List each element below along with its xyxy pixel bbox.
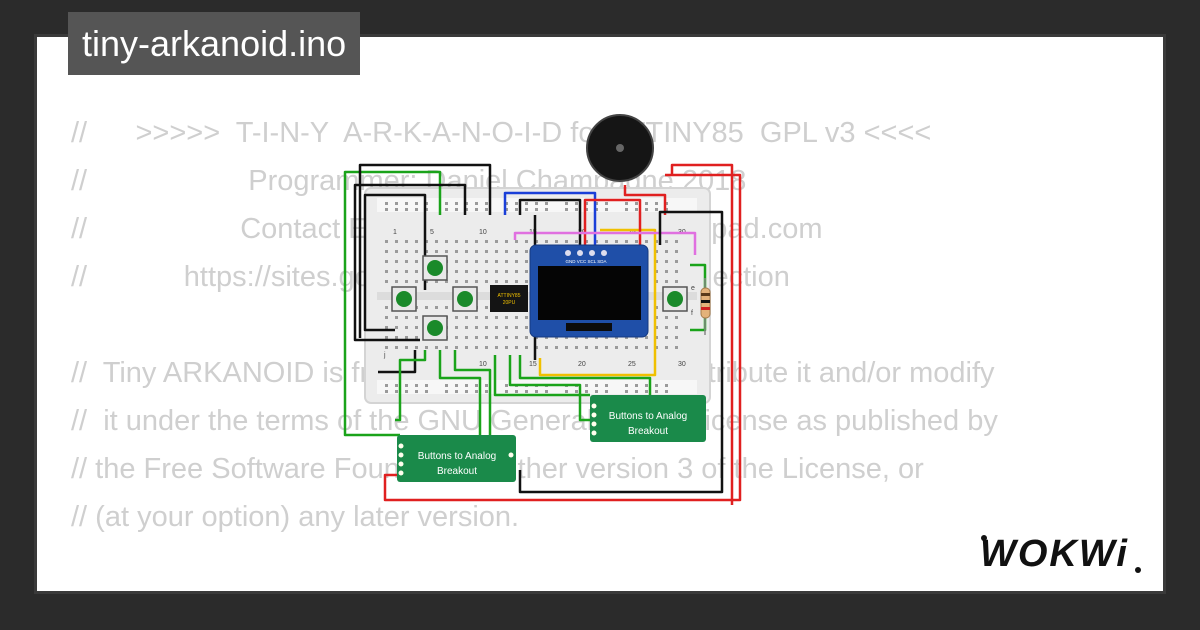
wire-yellow — [538, 228, 657, 377]
oled-screen — [538, 266, 641, 320]
col-label-5: 5 — [430, 229, 434, 236]
buttons-analog-breakout-left[interactable]: Buttons to Analog Breakout — [397, 435, 516, 482]
wire-black-left-1 — [363, 193, 427, 332]
col-label-30-bottom: 30 — [678, 361, 686, 368]
wire-black-left-4 — [378, 350, 417, 374]
push-button-fire[interactable] — [662, 286, 688, 312]
breakout-left-label: Buttons to Analog — [418, 451, 496, 462]
oled-display[interactable]: GND VCC SCL SDA — [529, 244, 649, 338]
wire-green-bottom-2 — [493, 355, 590, 397]
wire-green-bottom-5 — [453, 350, 492, 455]
breakout-right-label: Buttons to Analog — [609, 411, 687, 422]
col-label-15-bottom: 15 — [529, 361, 537, 368]
wire-pink — [513, 231, 697, 255]
resistor — [700, 278, 711, 335]
col-label-20-bottom: 20 — [578, 361, 586, 368]
col-label-25-bottom: 25 — [628, 361, 636, 368]
wire-red-right-2 — [670, 163, 734, 505]
col-label-10: 10 — [479, 229, 487, 236]
wire-green-left — [343, 170, 442, 437]
row-label-e: e — [691, 285, 695, 292]
breakout-right-sublabel: Breakout — [628, 426, 668, 437]
oled-pin-labels: GND VCC SCL SDA — [565, 259, 606, 264]
wire-red-buzzer — [623, 185, 667, 215]
wire-green-bottom-6 — [518, 355, 652, 395]
wokwi-logo: WOKWi — [980, 533, 1141, 575]
push-button-right[interactable] — [452, 286, 478, 312]
push-button-down[interactable] — [422, 315, 448, 341]
col-label-1: 1 — [393, 229, 397, 236]
buttons-analog-breakout-right[interactable]: Buttons to Analog Breakout — [590, 395, 706, 442]
wire-red-oled — [583, 198, 642, 245]
wokwi-logo-text: WOKWi — [980, 533, 1129, 575]
code-line: // (at your option) any later version. — [71, 501, 520, 533]
row-label-f: f — [691, 310, 693, 317]
project-title: tiny-arkanoid.ino — [68, 12, 361, 75]
push-button-up[interactable] — [422, 255, 448, 281]
buzzer[interactable] — [586, 114, 654, 182]
wire-blue — [503, 191, 597, 245]
col-label-10-bottom: 10 — [479, 361, 487, 368]
wire-black-right — [518, 210, 724, 494]
wire-green-bottom-3 — [508, 355, 590, 422]
wire-red-right — [383, 173, 742, 502]
code-line: // >>>>> T-I-N-Y A-R-K-A-N-O-I-D for ATT… — [71, 117, 932, 149]
push-button-left[interactable] — [391, 286, 417, 312]
wire-green-bottom-1 — [395, 350, 427, 422]
row-label-j: j — [383, 352, 386, 359]
wire-black-oled — [518, 198, 582, 245]
wire-black-left-2 — [353, 183, 467, 342]
chip-label: ATTINY85 — [498, 293, 521, 299]
wire-black-left-3 — [358, 163, 492, 338]
attiny85-chip[interactable]: ATTINY85 20PU — [490, 285, 528, 312]
breakout-left-sublabel: Breakout — [437, 466, 477, 477]
chip-sublabel: 20PU — [503, 300, 516, 306]
